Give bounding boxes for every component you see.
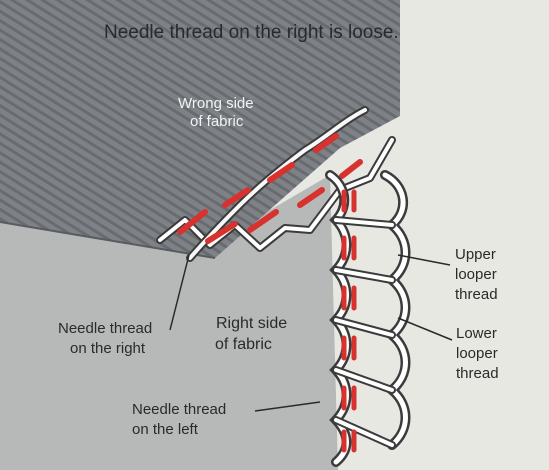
needle-left-label-line1: Needle thread [132,401,226,418]
needle-right-label-line1: Needle thread [58,320,152,337]
right-side-label-line1: Right side [216,315,287,332]
wrong-side-label-line2: of fabric [190,113,244,130]
right-side-label-line2: of fabric [215,336,272,353]
upper-looper-label-line3: thread [455,286,498,303]
wrong-side-label-line1: Wrong side [178,95,254,112]
diagram-title: Needle thread on the right is loose. [104,22,399,43]
lower-looper-label-line1: Lower [456,325,497,342]
lower-looper-label-line2: looper [456,345,498,362]
upper-looper-label-line2: looper [455,266,497,283]
needle-right-label-line2: on the right [70,340,146,357]
upper-looper-label-line1: Upper [455,246,496,263]
lower-looper-label-line3: thread [456,365,499,382]
needle-left-label-line2: on the left [132,421,199,438]
